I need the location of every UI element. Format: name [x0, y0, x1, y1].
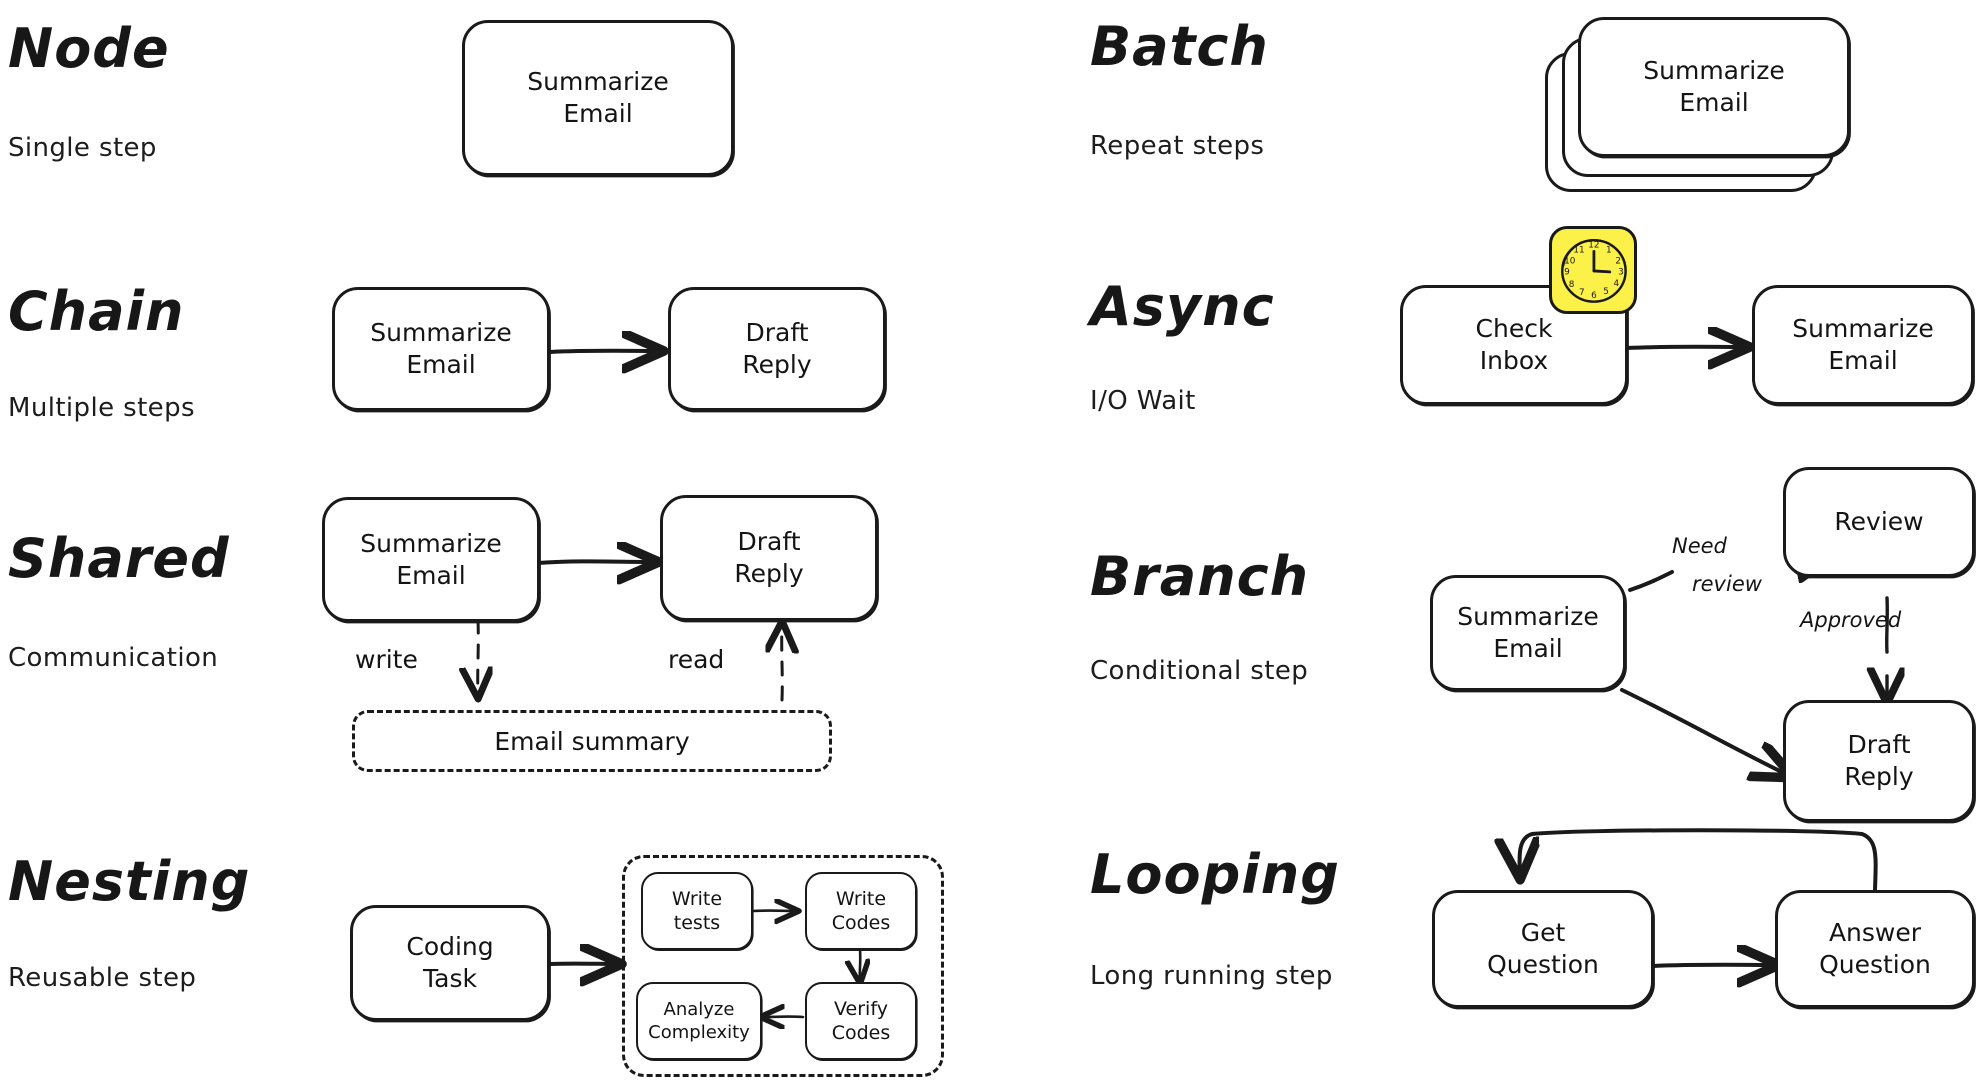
node-summarize-email-shared[interactable]: Summarize Email: [322, 497, 540, 622]
shared-store-email-summary[interactable]: Email summary: [352, 710, 832, 772]
svg-text:5: 5: [1603, 287, 1609, 297]
clock-icon: 12 1 2 3 4 5 6 7 8 9 10 11: [1549, 226, 1637, 314]
svg-text:3: 3: [1618, 268, 1624, 278]
node-summarize-email-branch[interactable]: Summarize Email: [1430, 575, 1626, 691]
edge-loop-answer-to-get: [1519, 828, 1878, 892]
node-label: Summarize Email: [1792, 314, 1934, 375]
svg-text:8: 8: [1569, 280, 1575, 290]
node-get-question[interactable]: Get Question: [1432, 890, 1654, 1008]
node-label: Write tests: [671, 887, 723, 934]
node-review[interactable]: Review: [1783, 467, 1975, 577]
row-title-shared: Shared: [8, 527, 230, 590]
row-title-batch: Batch: [1090, 15, 1269, 78]
edge-label-read: read: [668, 645, 725, 674]
edge-shared-summarize-to-draft: [536, 561, 655, 563]
row-title-node: Node: [8, 17, 170, 80]
edge-label-write: write: [355, 645, 418, 674]
node-label: Summarize Email: [527, 67, 669, 128]
node-draft-reply-branch[interactable]: Draft Reply: [1783, 700, 1975, 822]
node-verify-codes[interactable]: Verify Codes: [805, 982, 917, 1060]
node-label: Coding Task: [406, 932, 494, 993]
node-label: Summarize Email: [370, 318, 512, 379]
svg-text:4: 4: [1613, 279, 1619, 289]
node-write-tests[interactable]: Write tests: [641, 872, 753, 950]
node-answer-question[interactable]: Answer Question: [1775, 890, 1975, 1008]
edge-async-check-to-summarize: [1625, 347, 1746, 348]
node-label: Write Codes: [831, 887, 891, 934]
node-label: Draft Reply: [734, 527, 804, 588]
node-label: Answer Question: [1819, 918, 1931, 979]
edge-shared-write: [478, 618, 479, 696]
svg-text:9: 9: [1564, 268, 1570, 278]
node-summarize-email[interactable]: Summarize Email: [462, 20, 734, 176]
svg-text:6: 6: [1591, 291, 1597, 301]
row-subtitle-node: Single step: [8, 133, 157, 163]
row-subtitle-nesting: Reusable step: [8, 963, 197, 993]
node-label: Check Inbox: [1475, 314, 1553, 375]
node-summarize-email-async[interactable]: Summarize Email: [1752, 285, 1974, 405]
row-title-branch: Branch: [1090, 545, 1310, 608]
row-title-chain: Chain: [8, 280, 185, 343]
node-label: Review: [1834, 507, 1924, 536]
row-subtitle-shared: Communication: [8, 643, 219, 673]
edge-label-review: review: [1692, 572, 1762, 596]
row-title-nesting: Nesting: [8, 850, 251, 913]
node-draft-reply-chain[interactable]: Draft Reply: [668, 287, 886, 411]
row-subtitle-branch: Conditional step: [1090, 656, 1309, 686]
node-summarize-email-chain[interactable]: Summarize Email: [332, 287, 550, 411]
svg-text:7: 7: [1579, 288, 1585, 298]
svg-text:2: 2: [1615, 256, 1621, 266]
edge-loop-get-to-answer: [1651, 965, 1775, 966]
node-label: Analyze Complexity: [648, 998, 750, 1043]
node-label: Draft Reply: [742, 318, 812, 379]
node-label: Verify Codes: [831, 997, 891, 1044]
row-subtitle-async: I/O Wait: [1090, 386, 1196, 416]
node-label: Summarize Email: [360, 528, 502, 590]
node-check-inbox[interactable]: Check Inbox: [1400, 285, 1628, 405]
node-label: Summarize Email: [1643, 56, 1785, 117]
row-title-async: Async: [1090, 275, 1275, 338]
row-subtitle-batch: Repeat steps: [1090, 131, 1265, 161]
edge-chain-summarize-to-draft: [548, 351, 660, 352]
node-label: Draft Reply: [1844, 730, 1914, 791]
edge-label-need: Need: [1672, 534, 1727, 558]
svg-text:10: 10: [1564, 256, 1576, 266]
node-label: Get Question: [1487, 918, 1599, 979]
edge-branch-direct-draft: [1620, 688, 1790, 776]
edge-label-approved: Approved: [1800, 608, 1902, 632]
shared-store-label: Email summary: [494, 726, 690, 756]
node-draft-reply-shared[interactable]: Draft Reply: [660, 495, 878, 621]
node-analyze-complexity[interactable]: Analyze Complexity: [636, 982, 762, 1060]
node-label: Summarize Email: [1457, 602, 1599, 663]
svg-text:1: 1: [1606, 245, 1612, 255]
node-write-codes[interactable]: Write Codes: [805, 872, 917, 950]
node-coding-task[interactable]: Coding Task: [350, 905, 550, 1021]
nesting-subflow-container: [622, 855, 944, 1077]
row-subtitle-chain: Multiple steps: [8, 393, 195, 423]
svg-text:11: 11: [1573, 245, 1584, 255]
row-subtitle-looping: Long running step: [1090, 961, 1333, 991]
node-summarize-email-batch[interactable]: Summarize Email: [1578, 17, 1850, 157]
svg-text:12: 12: [1588, 241, 1599, 251]
row-title-looping: Looping: [1090, 843, 1340, 906]
edge-shared-read: [782, 624, 783, 702]
